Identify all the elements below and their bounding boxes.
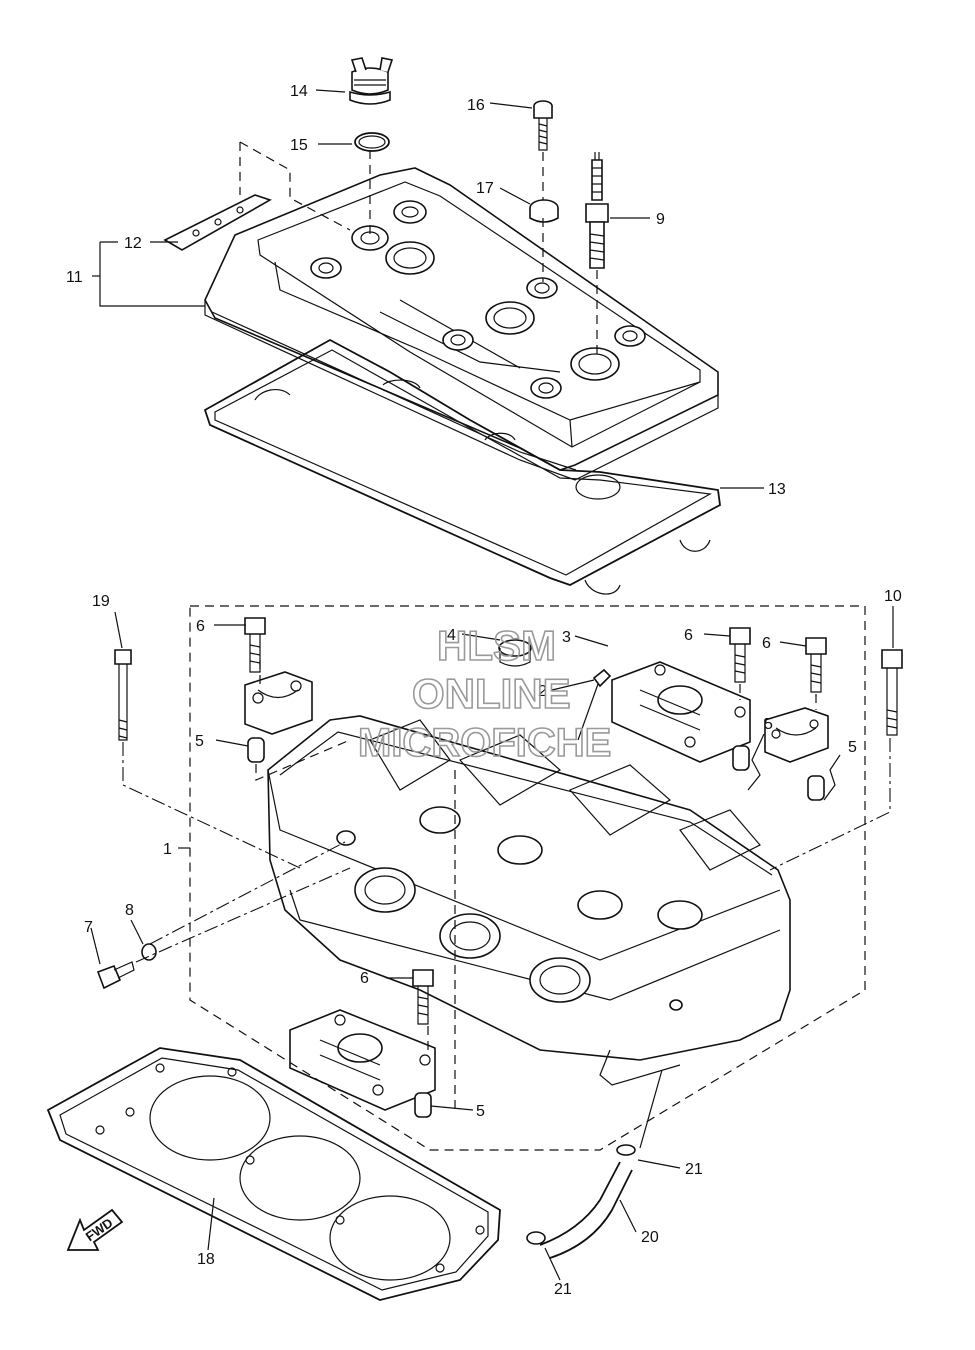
cap-bolt-d[interactable]	[412, 969, 434, 1025]
callout-20: 20	[641, 1229, 659, 1246]
callout-2: 2	[538, 683, 547, 700]
callout-8: 8	[125, 902, 134, 919]
camshaft-cap-assembly-upper[interactable]	[611, 661, 751, 763]
watermark-line-1: HLSM	[437, 622, 556, 669]
camshaft-cap-left[interactable]	[244, 671, 313, 735]
callout-4: 4	[447, 627, 456, 644]
watermark-line-2: ONLINE	[412, 670, 571, 717]
cylinder-head-cover-gasket[interactable]	[203, 338, 721, 595]
callout-11: 11	[66, 269, 83, 286]
washer[interactable]	[141, 943, 157, 961]
callout-9: 9	[656, 211, 665, 228]
callout-1: 1	[163, 841, 172, 858]
valve-lifter-spring[interactable]	[498, 639, 532, 667]
head-bolt-10[interactable]	[881, 649, 903, 736]
callout-7: 7	[84, 919, 93, 936]
valve[interactable]	[577, 668, 612, 741]
callout-5b: 5	[764, 716, 773, 733]
dowel-pin-d[interactable]	[414, 1092, 432, 1118]
callout-6a: 6	[196, 618, 205, 635]
callout-19: 19	[92, 593, 110, 610]
head-bolt-19[interactable]	[114, 649, 132, 741]
grommet[interactable]	[529, 199, 559, 223]
camshaft-cap-assembly-lower[interactable]	[289, 1009, 436, 1111]
callout-12: 12	[124, 235, 142, 252]
watermark: HLSM ONLINE MICROFICHE	[357, 621, 612, 766]
cylinder-head-gasket[interactable]	[46, 1047, 501, 1301]
dowel-pin-c[interactable]	[807, 775, 825, 801]
callout-15: 15	[290, 137, 308, 154]
cap-bolt-a[interactable]	[244, 617, 266, 673]
callout-16: 16	[467, 97, 485, 114]
callout-21b: 21	[554, 1281, 572, 1298]
callout-3: 3	[562, 629, 571, 646]
dowel-pin-a[interactable]	[247, 737, 265, 763]
callout-17: 17	[476, 180, 494, 197]
forward-direction-arrow: FWD	[66, 1208, 124, 1251]
bolt-7[interactable]	[96, 961, 135, 990]
callout-labels: 14 16 15 17 9 12 11 13 19 10 6 4 3 6 6 2…	[66, 83, 902, 1298]
callout-10: 10	[884, 588, 902, 605]
cover-bracket[interactable]	[163, 194, 272, 251]
callout-14: 14	[290, 83, 308, 100]
hose-clamp-lower[interactable]	[526, 1231, 546, 1245]
callout-6c: 6	[762, 635, 771, 652]
leader-lines	[90, 89, 894, 1281]
watermark-line-3: MICROFICHE	[358, 721, 611, 765]
oil-filler-cap[interactable]	[349, 57, 394, 105]
camshaft-cap-right[interactable]	[764, 707, 829, 763]
callout-18: 18	[197, 1251, 215, 1268]
cover-bolt[interactable]	[533, 100, 553, 151]
callout-6b: 6	[684, 627, 693, 644]
callout-5d: 5	[476, 1103, 485, 1120]
o-ring[interactable]	[354, 132, 390, 152]
callout-6d: 6	[360, 970, 369, 987]
cylinder-head[interactable]	[267, 715, 791, 1086]
breather-hose[interactable]	[539, 1161, 633, 1259]
spark-plug[interactable]	[585, 152, 609, 269]
dowel-pin-b[interactable]	[732, 745, 750, 771]
hose-clamp-upper[interactable]	[616, 1144, 636, 1156]
fwd-label: FWD	[83, 1215, 116, 1244]
callout-5c: 5	[848, 739, 857, 756]
cap-bolt-b[interactable]	[729, 627, 751, 683]
cap-bolt-c[interactable]	[805, 637, 827, 693]
callout-5a: 5	[195, 733, 204, 750]
cylinder-head-cover[interactable]	[204, 167, 719, 481]
callout-21a: 21	[685, 1161, 703, 1178]
callout-13: 13	[768, 481, 786, 498]
